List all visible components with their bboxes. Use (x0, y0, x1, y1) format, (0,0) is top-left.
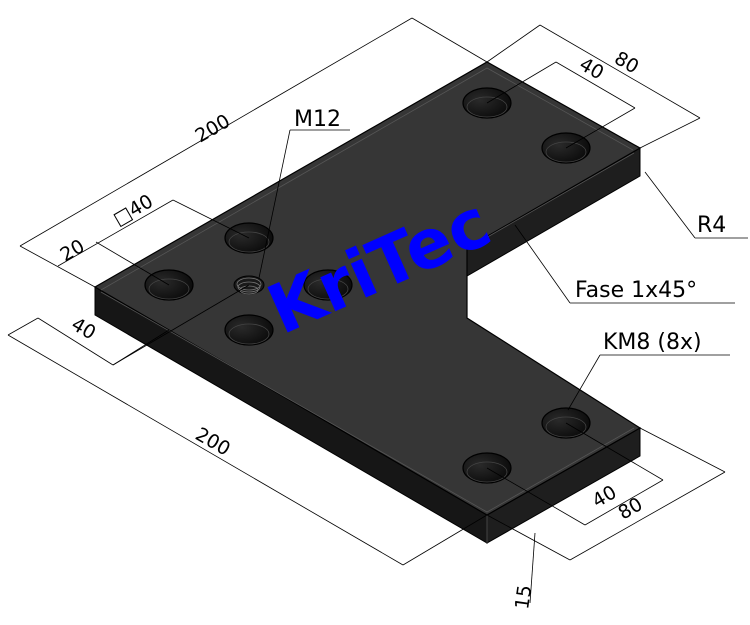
callout-counterbore-km8: KM8 (8x) (603, 330, 702, 355)
callout-thread-m12: M12 (294, 107, 341, 132)
dim-top-hole-spacing: 40 (576, 53, 608, 84)
chamfer-edge-line (100, 67, 634, 291)
callout-chamfer: Fase 1x45° (575, 278, 697, 303)
dim-bottom-length: 200 (192, 423, 234, 460)
counterbore-hole (303, 269, 353, 301)
dimension-lines (7, 17, 748, 604)
plate-top-face (93, 61, 642, 516)
dim-left-edge-offset: 20 (57, 235, 89, 266)
counterbore-hole (224, 314, 274, 346)
dim-thickness: 15 (511, 584, 536, 611)
dim-top-arm-width: 80 (611, 47, 643, 78)
callout-radius-r4: R4 (697, 213, 726, 238)
dim-top-length: 200 (192, 110, 234, 147)
dim-square-pattern: □40 (110, 190, 157, 230)
plate (93, 61, 642, 544)
chamfer-edge-line (469, 152, 635, 248)
chamfer-edge-line (100, 291, 635, 513)
